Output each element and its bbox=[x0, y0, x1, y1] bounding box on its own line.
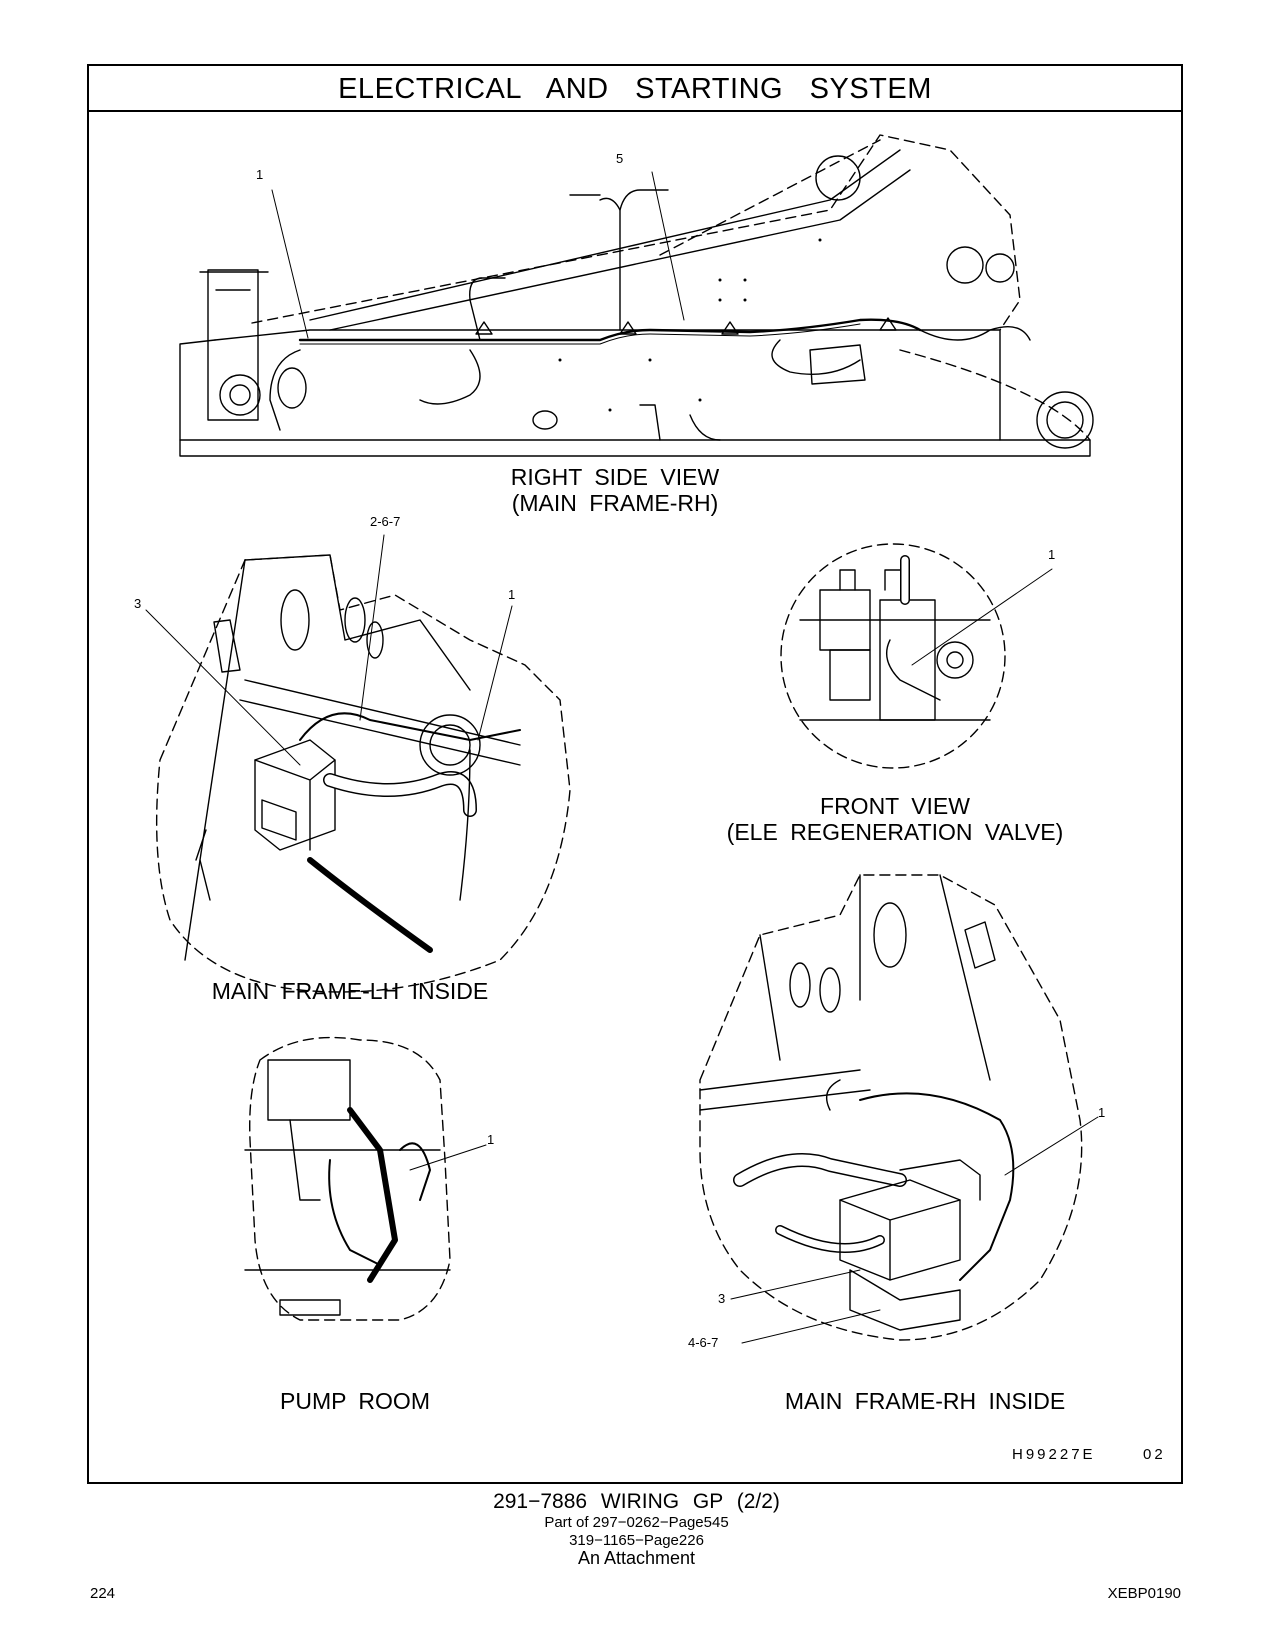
caption-right-side-view: RIGHT SIDE VIEW (MAIN FRAME-RH) bbox=[480, 464, 750, 516]
callout-pump-room-1: 1 bbox=[487, 1132, 495, 1147]
caption-line: RIGHT SIDE VIEW bbox=[510, 464, 720, 490]
caption-line: (MAIN FRAME-RH) bbox=[511, 490, 719, 516]
caption-front-view: FRONT VIEW (ELE REGENERATION VALVE) bbox=[715, 793, 1075, 845]
attachment-note: An Attachment bbox=[577, 1548, 696, 1568]
caption-line: (ELE REGENERATION VALVE) bbox=[726, 819, 1064, 845]
caption-main-frame-rh-inside: MAIN FRAME-RH INSIDE bbox=[765, 1388, 1085, 1414]
callout-rh-inside-1: 1 bbox=[1098, 1105, 1106, 1120]
caption-line: MAIN FRAME-RH INSIDE bbox=[784, 1388, 1066, 1414]
main-frame-rh-inside-drawing bbox=[699, 874, 1099, 1344]
callout-right-side-1: 1 bbox=[256, 167, 264, 182]
callout-lh-inside-1: 1 bbox=[508, 587, 516, 602]
main-frame-lh-inside-drawing bbox=[145, 534, 571, 993]
drawing-revision: 02 bbox=[1143, 1446, 1166, 1463]
right-side-view-drawing bbox=[179, 134, 1094, 457]
front-view-drawing bbox=[780, 543, 1053, 769]
caption-line: MAIN FRAME-LH INSIDE bbox=[211, 978, 489, 1004]
callout-right-side-5: 5 bbox=[616, 151, 624, 166]
part-of-reference: Part of 297−0262−Page545 bbox=[544, 1514, 729, 1531]
document-id: XEBP0190 bbox=[1107, 1585, 1181, 1602]
caption-line: FRONT VIEW bbox=[820, 793, 970, 819]
callout-lh-inside-2-6-7: 2-6-7 bbox=[370, 514, 401, 529]
callout-lh-inside-3: 3 bbox=[134, 596, 142, 611]
caption-pump-room: PUMP ROOM bbox=[250, 1388, 460, 1414]
page-number: 224 bbox=[90, 1585, 116, 1602]
caption-main-frame-lh-inside: MAIN FRAME-LH INSIDE bbox=[190, 978, 510, 1004]
model-reference: 319−1165−Page226 bbox=[569, 1532, 704, 1549]
drawing-frame: ELECTRICAL AND STARTING SYSTEM bbox=[87, 64, 1183, 1484]
callout-front-view-1: 1 bbox=[1048, 547, 1056, 562]
caption-line: PUMP ROOM bbox=[280, 1388, 430, 1414]
page-title: ELECTRICAL AND STARTING SYSTEM bbox=[89, 66, 1181, 112]
part-number-title: 291−7886 WIRING GP (2/2) bbox=[493, 1490, 780, 1513]
callout-rh-inside-3: 3 bbox=[718, 1291, 726, 1306]
pump-room-drawing bbox=[244, 1036, 487, 1321]
callout-rh-inside-4-6-7: 4-6-7 bbox=[688, 1335, 719, 1350]
drawing-code: H99227E bbox=[1012, 1446, 1096, 1463]
